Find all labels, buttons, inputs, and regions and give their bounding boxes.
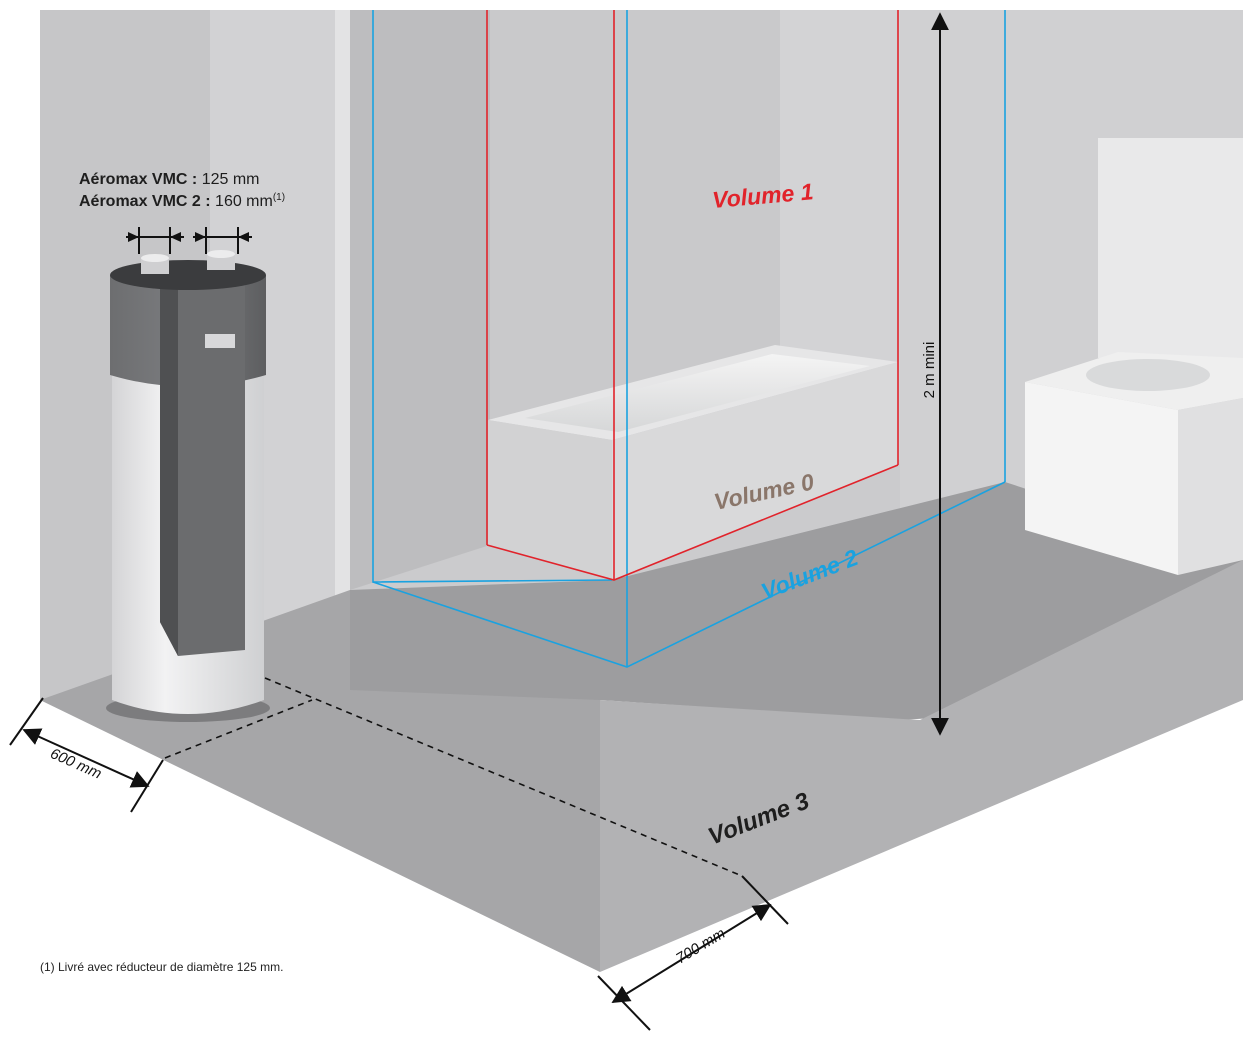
vanity [1025, 352, 1243, 575]
heater-front-bevel [160, 278, 178, 656]
vmc-label: Aéromax VMC : 125 mm [79, 171, 260, 188]
volume-1-outline [486, 10, 899, 581]
vmc2-size: 160 mm [211, 193, 273, 210]
vmc-name: Aéromax VMC : [79, 171, 197, 188]
floor-column-shadow [600, 560, 1243, 972]
duct-right-mouth [207, 250, 235, 258]
bathtub-basin [525, 354, 870, 432]
width-600-dimension [9, 697, 164, 813]
footnote: (1) Livré avec réducteur de diamètre 125… [40, 960, 283, 974]
water-heater [106, 250, 270, 722]
vanity-side [1178, 398, 1243, 575]
vanity-front [1025, 382, 1178, 575]
bathtub-front [488, 420, 612, 580]
sink-bowl [1086, 359, 1210, 391]
alcove-right-wall [780, 10, 900, 460]
duct-left [141, 258, 169, 274]
clearance-lines [164, 677, 743, 877]
width-600-label: 600 mm [48, 745, 104, 783]
bathtub [488, 345, 898, 580]
alcove-back-wall [490, 10, 780, 420]
duct-diameter-markers [126, 227, 252, 254]
column-front [335, 10, 350, 690]
vmc2-name: Aéromax VMC 2 : [79, 193, 211, 210]
duct-right [207, 254, 235, 270]
heater-top [110, 260, 266, 290]
vmc2-label: Aéromax VMC 2 : 160 mm(1) [79, 192, 285, 210]
bathtub-side [612, 362, 898, 580]
width-700-dimension [597, 875, 789, 1031]
duct-left-mouth [141, 254, 169, 262]
alcove-left-wall [350, 10, 490, 590]
height-label: 2 m mini [921, 342, 938, 399]
vmc-size: 125 mm [197, 171, 259, 188]
height-dimension: 2 m mini [921, 12, 949, 736]
mirror [1098, 138, 1243, 368]
heater-display [205, 334, 235, 348]
floor-back [350, 482, 1243, 720]
heater-front-panel [160, 275, 245, 656]
walls [40, 10, 1243, 700]
vmc2-note: (1) [273, 192, 285, 203]
volume-2-outline [372, 10, 1006, 668]
